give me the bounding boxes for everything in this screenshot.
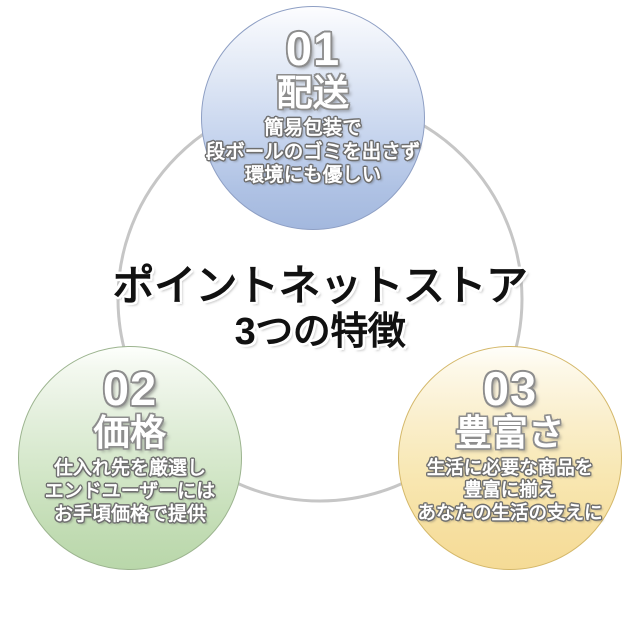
- node-02-price[interactable]: 02 価格 仕入れ先を厳選し エンドユーザーには お手頃価格で提供: [18, 346, 242, 570]
- node-02-body-line-2: エンドユーザーには: [44, 480, 216, 502]
- node-03-body-line-1: 生活に必要な商品を: [426, 456, 594, 478]
- node-01-body: 簡易包装で 段ボールのゴミを出さず 環境にも優しい: [206, 117, 421, 188]
- node-01-delivery[interactable]: 01 配送 簡易包装で 段ボールのゴミを出さず 環境にも優しい: [201, 6, 425, 230]
- node-03-body: 生活に必要な商品を 豊富に揃え あなたの生活の支えに: [417, 457, 602, 525]
- node-01-number: 01: [285, 22, 341, 75]
- node-02-body: 仕入れ先を厳選し エンドユーザーには お手頃価格で提供: [45, 457, 216, 527]
- node-03-assortment[interactable]: 03 豊富さ 生活に必要な商品を 豊富に揃え あなたの生活の支えに: [398, 346, 622, 570]
- node-03-body-line-2: 豊富に揃え: [463, 479, 557, 501]
- node-01-body-line-3: 環境にも優しい: [244, 164, 382, 187]
- node-03-heading: 豊富さ: [455, 411, 565, 453]
- node-01-heading: 配送: [276, 71, 350, 113]
- node-01-body-line-2: 段ボールのゴミを出さず: [205, 140, 421, 163]
- node-02-body-line-3: お手頃価格で提供: [53, 504, 206, 526]
- node-02-heading: 価格: [93, 411, 167, 453]
- node-03-number: 03: [482, 362, 538, 415]
- node-01-body-line-1: 簡易包装で: [264, 116, 362, 139]
- node-02-number: 02: [102, 362, 158, 415]
- node-03-body-line-3: あなたの生活の支えに: [417, 501, 603, 523]
- node-02-body-line-1: 仕入れ先を厳選し: [53, 457, 206, 479]
